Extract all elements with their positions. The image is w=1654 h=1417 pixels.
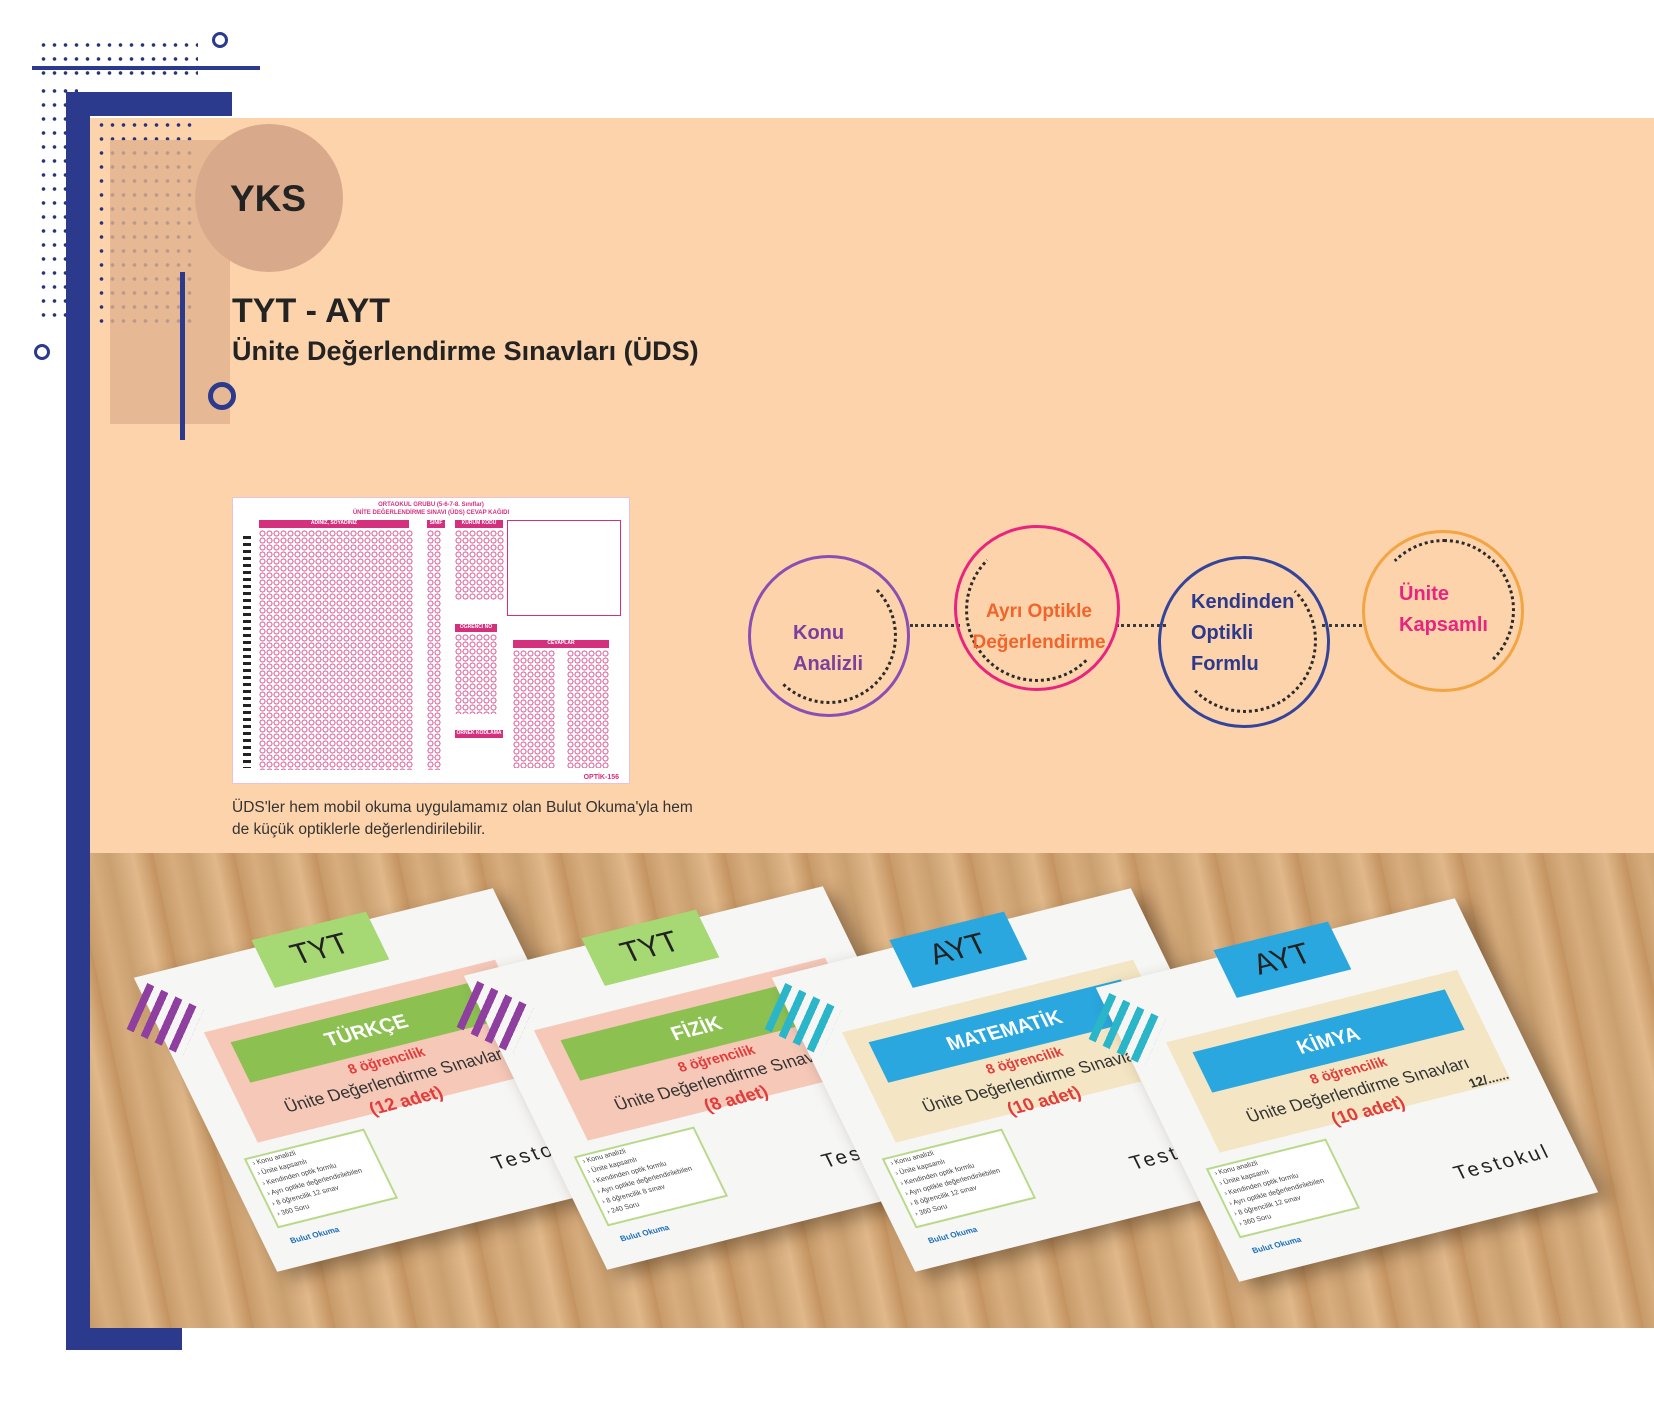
connector-3 <box>1322 624 1362 627</box>
sheet-heading-1: ORTAOKUL GRUBU (5-6-7-8. Sınıflar) <box>378 502 484 508</box>
class-label: SINIF <box>427 520 445 528</box>
dot-grid-top <box>38 38 198 80</box>
feature-circle-unit-coverage: Ünite Kapsamlı <box>1362 530 1524 692</box>
feature-dotted-ring <box>965 538 1109 682</box>
name-label: ADINIZ, SOYADINIZ <box>259 520 409 528</box>
bulut-okuma-logo: Bulut Okuma <box>1250 1234 1303 1256</box>
bulut-okuma-logo: Bulut Okuma <box>926 1224 979 1246</box>
timing-marks <box>243 536 251 768</box>
name-bubbles <box>259 530 413 770</box>
book-exam-tag-label: TYT <box>615 925 686 970</box>
yks-badge-circle <box>195 124 343 272</box>
student-info-box <box>507 520 621 616</box>
frame-top <box>66 92 232 116</box>
school-code-bubbles <box>455 530 504 600</box>
small-ring-left <box>34 344 50 360</box>
testokul-logo: Testokul <box>1450 1140 1555 1185</box>
class-bubbles <box>427 530 441 770</box>
book-exam-tag-label: AYT <box>923 927 993 972</box>
school-code-label: KURUM KODU <box>455 520 503 528</box>
vertical-accent-line <box>180 272 185 440</box>
sheet-caption: ÜDS'ler hem mobil okuma uygulamamız olan… <box>232 799 693 838</box>
feature-line-1: Kendinden <box>1191 591 1295 613</box>
feature-line-2: Kapsamlı <box>1399 614 1488 636</box>
book-exam-tag-label: AYT <box>1247 937 1317 982</box>
feature-line-1: Ünite <box>1399 583 1449 605</box>
page-title: TYT - AYT <box>232 292 391 330</box>
sheet-heading-2: ÜNİTE DEĞERLENDİRME SINAVI (ÜDS) CEVAP K… <box>352 510 510 516</box>
page-subtitle: Ünite Değerlendirme Sınavları (ÜDS) <box>232 336 699 366</box>
top-rule <box>32 66 260 70</box>
feature-line-1: Konu <box>793 622 845 644</box>
answer-bubbles-right <box>567 650 609 768</box>
book-feature-list: › Konu analizli› Ünite kapsamlı› Kendind… <box>243 1128 399 1229</box>
feature-dotted-ring <box>761 568 897 704</box>
student-no-label: ÖĞRENCİ NO <box>455 624 497 632</box>
feature-line-2: Analizli <box>793 653 864 675</box>
feature-dotted-ring <box>1173 569 1317 713</box>
feature-circle-topic-analysis: Konu Analizli <box>748 555 910 717</box>
answer-bubbles-left <box>513 650 555 768</box>
ring-accent <box>208 382 236 410</box>
student-no-bubbles <box>455 634 497 714</box>
connector-2 <box>1116 624 1166 627</box>
feature-line-2: Değerlendirme <box>972 632 1106 653</box>
book-subject: FİZİK <box>667 1012 726 1046</box>
feature-line-2: Optikli <box>1191 622 1254 644</box>
book-subject: KİMYA <box>1293 1023 1364 1059</box>
feature-dotted-ring <box>1373 539 1515 681</box>
book-exam-tag-label: TYT <box>285 927 356 972</box>
feature-label: Kendinden Optikli Formlu <box>1191 587 1294 680</box>
bulut-okuma-logo: Bulut Okuma <box>618 1222 671 1244</box>
book-feature-list: › Konu analizli› Ünite kapsamlı› Kendind… <box>1205 1138 1361 1239</box>
feature-circle-separate-optic: Ayrı Optikle Değerlendirme <box>954 525 1120 691</box>
feature-label: Konu Analizli <box>793 618 863 680</box>
feature-circle-self-optic-form: Kendinden Optikli Formlu <box>1158 556 1330 728</box>
book-feature-list: › Konu analizli› Ünite kapsamlı› Kendind… <box>881 1128 1037 1229</box>
yks-badge-label: YKS <box>230 178 307 219</box>
sample-coding-label: ÖRNEK KODLAMA <box>455 730 503 738</box>
form-code: OPTİK-156 <box>583 774 619 781</box>
feature-line-1: Ayrı Optikle <box>986 601 1092 622</box>
bulut-okuma-logo: Bulut Okuma <box>288 1224 341 1246</box>
feature-label: Ünite Kapsamlı <box>1399 579 1488 641</box>
answers-label: CEVAPLAR <box>513 640 609 648</box>
feature-line-3: Formlu <box>1191 653 1259 675</box>
optical-answer-sheet: ORTAOKUL GRUBU (5-6-7-8. Sınıflar) ÜNİTE… <box>232 497 630 784</box>
feature-label: Ayrı Optikle Değerlendirme <box>959 596 1119 658</box>
connector-1 <box>910 624 960 627</box>
book-feature-list: › Konu analizli› Ünite kapsamlı› Kendind… <box>573 1126 729 1227</box>
frame-bottom <box>66 1328 182 1350</box>
small-ring-top <box>212 32 228 48</box>
frame-left <box>66 92 90 1350</box>
